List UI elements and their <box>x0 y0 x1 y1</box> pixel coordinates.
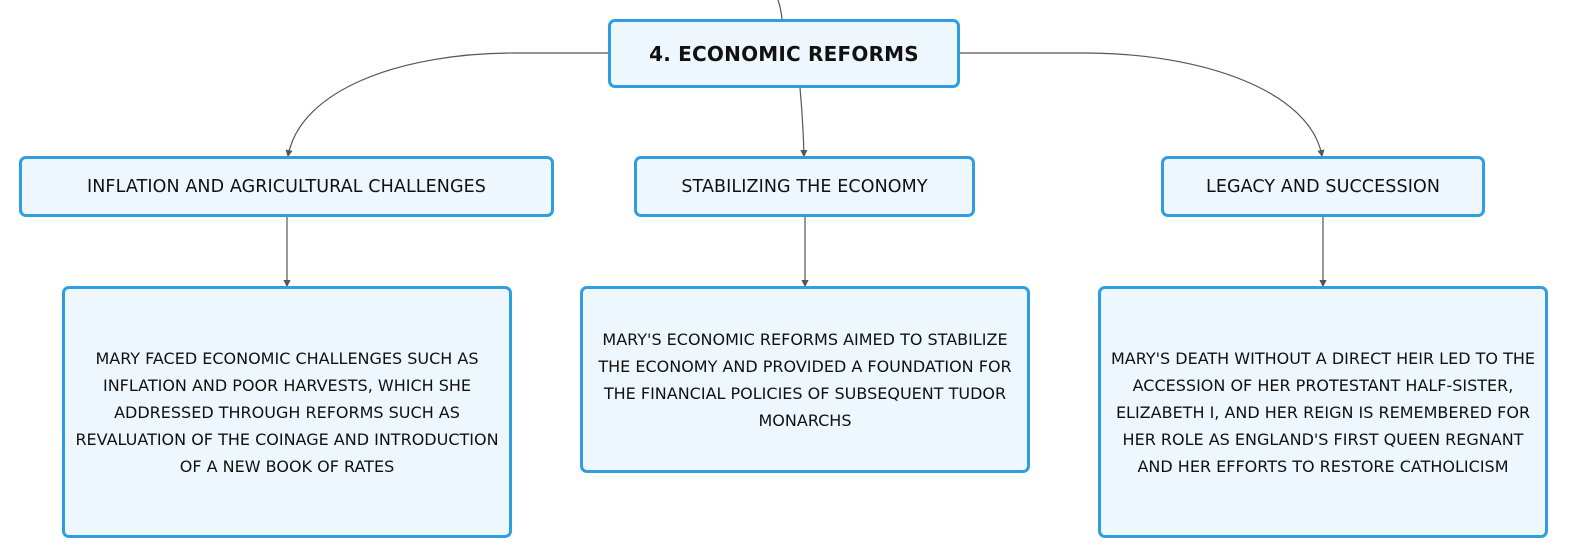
root-topic-node[interactable]: 4. ECONOMIC REFORMS <box>608 19 960 88</box>
connector-root-to-stabilize <box>799 87 808 158</box>
detail-node-legacy[interactable]: MARY'S DEATH WITHOUT A DIRECT HEIR LED T… <box>1098 286 1548 538</box>
root-topic-label: 4. ECONOMIC REFORMS <box>649 41 919 66</box>
topic-node-stabilizing[interactable]: STABILIZING THE ECONOMY <box>634 156 975 217</box>
detail-node-inflation[interactable]: MARY FACED ECONOMIC CHALLENGES SUCH AS I… <box>62 286 512 538</box>
detail-text-legacy: MARY'S DEATH WITHOUT A DIRECT HEIR LED T… <box>1111 348 1535 476</box>
connector-root-to-legacy <box>960 52 1325 158</box>
detail-text-inflation: MARY FACED ECONOMIC CHALLENGES SUCH AS I… <box>75 348 499 476</box>
detail-text-stabilizing: MARY'S ECONOMIC REFORMS AIMED TO STABILI… <box>598 329 1012 430</box>
detail-node-stabilizing[interactable]: MARY'S ECONOMIC REFORMS AIMED TO STABILI… <box>580 286 1030 473</box>
topic-label-inflation: INFLATION AND AGRICULTURAL CHALLENGES <box>86 176 487 197</box>
connector-root-to-inflation <box>285 52 608 158</box>
topic-label-stabilizing: STABILIZING THE ECONOMY <box>681 176 928 197</box>
topic-node-inflation[interactable]: INFLATION AND AGRICULTURAL CHALLENGES <box>19 156 554 217</box>
topic-node-legacy[interactable]: LEGACY AND SUCCESSION <box>1161 156 1485 217</box>
connector-parent-to-root <box>777 0 783 20</box>
topic-label-legacy: LEGACY AND SUCCESSION <box>1205 176 1441 197</box>
